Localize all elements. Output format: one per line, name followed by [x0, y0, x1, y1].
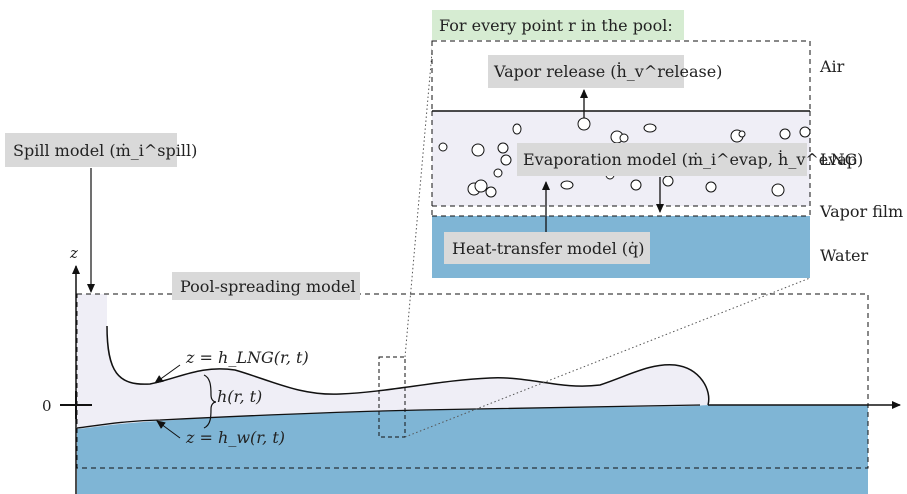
lng-pool — [77, 294, 709, 429]
pool-spreading-box — [76, 293, 869, 469]
layer-vapor-film-label: Vapor film — [819, 202, 903, 221]
heat-transfer-label: Heat-transfer model (q̇) — [452, 239, 645, 258]
heat-transfer-label-bg — [444, 232, 650, 264]
inset-header: For every point r in the pool: — [439, 16, 673, 35]
layer-water-label: Water — [820, 246, 868, 265]
pool-spreading-label-bg — [172, 272, 360, 300]
lng-surface-pointer — [154, 364, 181, 384]
water-surface-pointer — [156, 420, 181, 439]
zoom-line-top — [404, 40, 434, 358]
bubbles — [438, 117, 811, 198]
z-lng-label: z = h_LNG(r, t) — [185, 348, 309, 367]
axis-zero-label: 0 — [42, 397, 52, 415]
z-w-label: z = h_w(r, t) — [185, 428, 285, 447]
zoom-line-bottom — [404, 277, 811, 438]
vapor-release-label-bg — [488, 55, 684, 88]
layer-lng-label: LNG — [820, 150, 857, 169]
vapor-release-label: Vapor release (ḣ_v^release) — [493, 61, 722, 81]
evaporation-label-bg — [517, 143, 807, 176]
inset-detail: For every point r in the pool: — [431, 10, 903, 278]
evaporation-label: Evaporation model (ṁ_i^evap, ḣ_v^evap) — [523, 149, 863, 169]
zoom-window — [378, 356, 406, 438]
pool-spreading-label: Pool-spreading model — [180, 277, 356, 296]
layer-air-label: Air — [819, 57, 845, 76]
inset-header-bg — [432, 10, 684, 40]
h-brace — [203, 374, 217, 429]
water-surface-line — [76, 404, 701, 429]
spill-label: Spill model (ṁ_i^spill) — [13, 141, 197, 160]
water-region — [77, 405, 868, 494]
axis-z-label: z — [69, 244, 78, 262]
main-pool-diagram: z 0 Spill model (ṁ_i^spill) Pool-spreadi… — [5, 40, 901, 494]
h-label: h(r, t) — [217, 387, 262, 406]
spill-label-bg — [5, 133, 177, 167]
